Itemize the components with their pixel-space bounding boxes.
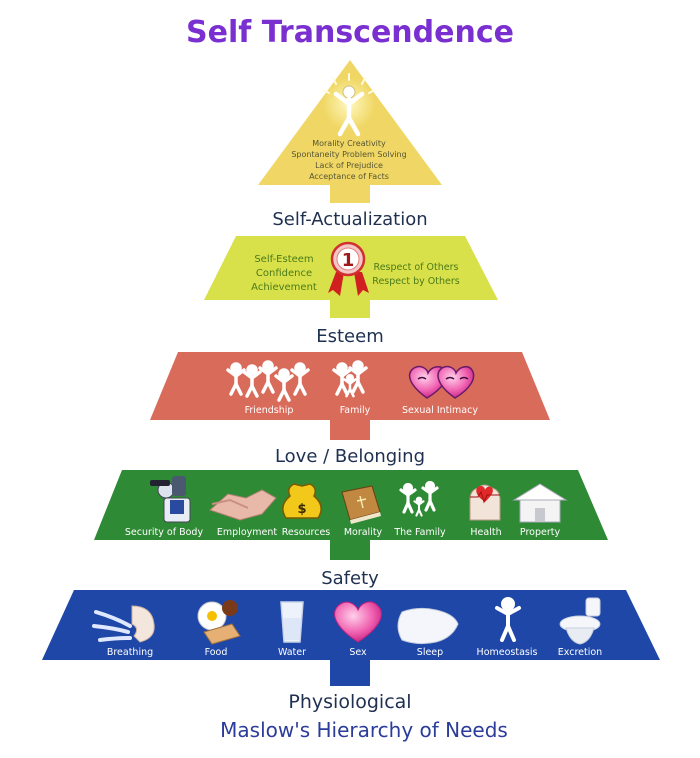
esteem-right-line-1: Respect of Others — [374, 262, 459, 273]
love-item-family: Family — [340, 405, 371, 416]
level-label-safety: Safety — [321, 568, 379, 589]
family-people-icon — [332, 360, 368, 398]
security-guard-icon — [150, 476, 191, 523]
safety-item-health: Health — [470, 527, 501, 538]
toilet-icon — [559, 597, 601, 645]
pillow-icon — [397, 607, 459, 645]
celebration-person-icon — [322, 73, 376, 137]
safety-item-resources: Resources — [282, 527, 331, 538]
physiological-item-sex: Sex — [349, 647, 367, 658]
award-ribbon-icon: 1 — [328, 241, 369, 296]
friendship-people-icon — [226, 360, 310, 402]
physiological-item-sleep: Sleep — [417, 647, 443, 658]
safety-item-the-family: The Family — [393, 527, 446, 538]
breathing-face-icon — [92, 605, 155, 643]
self-actualization-line-4: Acceptance of Facts — [309, 172, 389, 181]
tier-physiological-stem — [330, 660, 370, 686]
level-label-physiological: Physiological — [288, 691, 411, 713]
physiological-item-excretion: Excretion — [558, 647, 602, 658]
esteem-left-line-2: Confidence — [256, 268, 312, 279]
safety-item-property: Property — [520, 527, 561, 538]
level-label-self-actualization: Self-Actualization — [272, 209, 427, 230]
house-icon — [512, 483, 568, 523]
safety-item-employment: Employment — [217, 527, 277, 538]
money-symbol: $ — [297, 502, 306, 517]
physiological-item-breathing: Breathing — [107, 647, 153, 658]
level-label-esteem: Esteem — [316, 326, 384, 347]
tier-esteem-stem — [330, 300, 370, 318]
love-item-friendship: Friendship — [245, 405, 294, 416]
hearts-icon — [408, 365, 475, 399]
health-body-icon — [469, 484, 501, 521]
esteem-right-line-2: Respect by Others — [372, 276, 459, 287]
safety-item-security-of-body: Security of Body — [125, 527, 204, 538]
safety-item-morality: Morality — [344, 527, 383, 538]
self-actualization-line-3: Lack of Prejudice — [315, 161, 383, 170]
heart-icon — [334, 601, 382, 643]
water-glass-icon — [280, 601, 304, 643]
award-number: 1 — [342, 250, 355, 271]
family-figures-icon — [399, 480, 439, 517]
physiological-item-food: Food — [205, 647, 228, 658]
diagram-title: Self Transcendence — [186, 15, 514, 50]
bible-book-icon — [341, 485, 381, 524]
physiological-item-homeostasis: Homeostasis — [477, 647, 538, 658]
self-actualization-line-1: Morality Creativity — [312, 139, 386, 148]
homeostasis-person-icon — [495, 597, 521, 642]
footer-caption: Maslow's Hierarchy of Needs — [220, 718, 508, 742]
tier-self-actualization-stem — [330, 185, 370, 203]
esteem-left-line-1: Self-Esteem — [254, 254, 313, 265]
money-bag-icon: $ — [282, 483, 322, 519]
tier-love-stem — [330, 420, 370, 440]
love-item-sexual-intimacy: Sexual Intimacy — [402, 405, 478, 416]
tier-safety-stem — [330, 540, 370, 560]
food-plate-icon — [197, 600, 241, 645]
handshake-icon — [209, 489, 277, 521]
esteem-left-line-3: Achievement — [251, 282, 317, 293]
level-label-love-belonging: Love / Belonging — [275, 446, 425, 467]
physiological-item-water: Water — [278, 647, 306, 658]
self-actualization-line-2: Spontaneity Problem Solving — [291, 150, 406, 159]
